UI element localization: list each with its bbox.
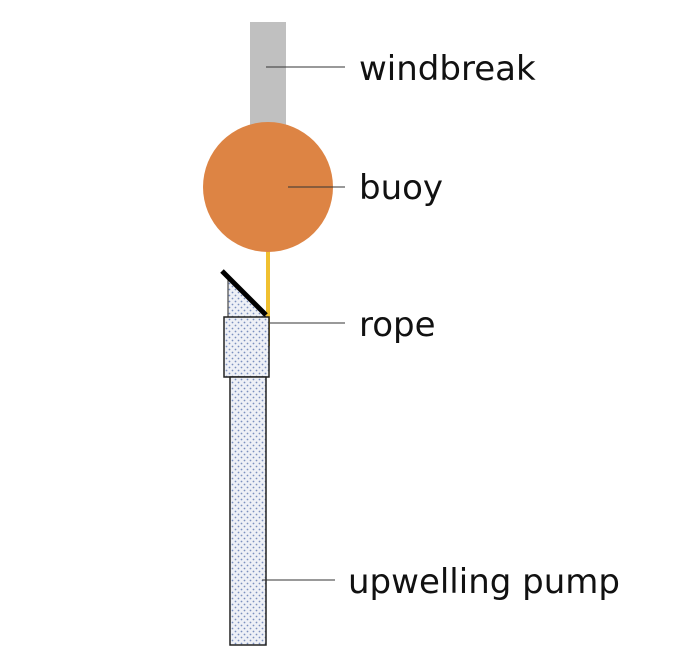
rope-label: rope xyxy=(359,305,436,345)
pump-collar xyxy=(223,316,270,378)
buoy-label: buoy xyxy=(359,168,443,208)
rope xyxy=(266,250,270,346)
pump-tube xyxy=(229,376,267,646)
flap-hinge-bar xyxy=(220,269,268,317)
upwelling-pump-label: upwelling pump xyxy=(348,562,620,602)
windbreak-mast xyxy=(250,22,286,132)
windbreak-label: windbreak xyxy=(359,49,536,89)
buoy-sphere xyxy=(203,122,333,252)
